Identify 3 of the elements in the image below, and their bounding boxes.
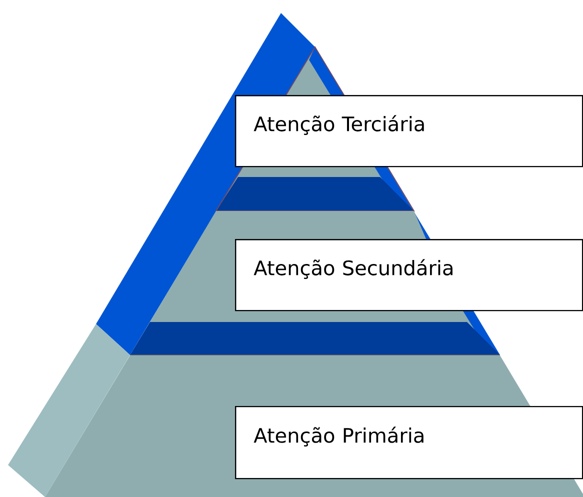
label-box: Atenção Secundária xyxy=(235,239,583,312)
label-box: Atenção Primária xyxy=(235,406,583,480)
label-box: Atenção Terciária xyxy=(235,95,583,168)
